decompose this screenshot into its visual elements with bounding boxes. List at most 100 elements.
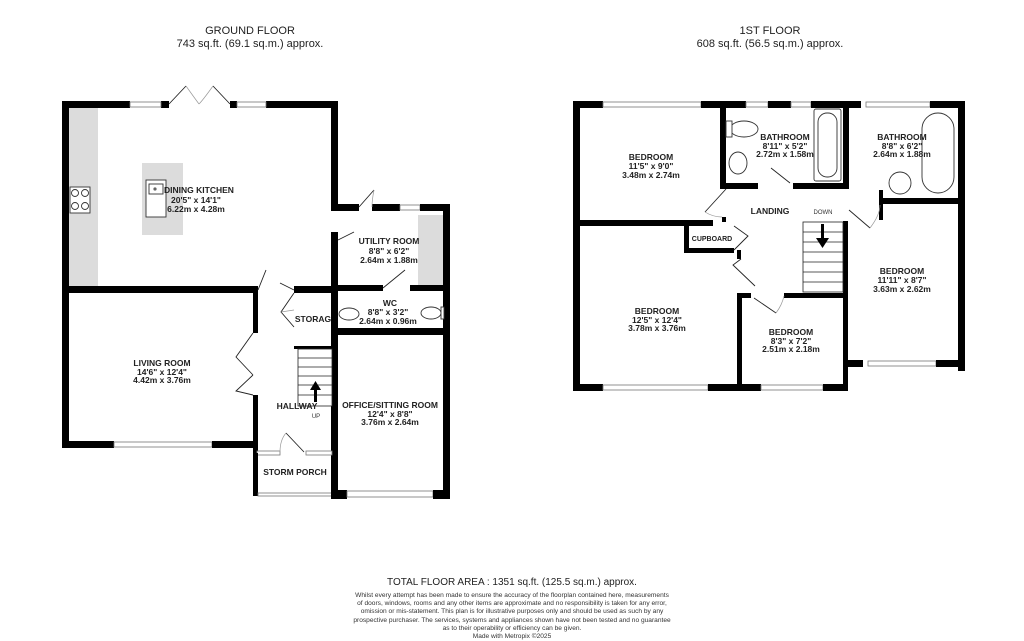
first-floor-heading: 1ST FLOOR 608 sq.ft. (56.5 sq.m.) approx… xyxy=(650,25,890,51)
wall xyxy=(253,293,258,333)
cupboard-door xyxy=(733,225,749,251)
plan-shape xyxy=(371,189,375,208)
plan-shape xyxy=(71,189,79,197)
door xyxy=(753,297,777,314)
room-label: 2.64m x 1.88m xyxy=(360,255,418,265)
room-label: DOWN xyxy=(814,210,833,216)
plan-shape xyxy=(817,112,838,178)
room-label: BEDROOM xyxy=(769,327,813,337)
window xyxy=(129,101,162,108)
wall xyxy=(331,332,338,497)
hob xyxy=(69,186,91,214)
room-label: WC xyxy=(383,298,397,308)
door xyxy=(770,167,791,184)
plan-shape xyxy=(775,295,785,314)
door xyxy=(358,189,375,208)
window xyxy=(399,204,421,211)
plan-shape xyxy=(790,101,812,108)
plan-shape xyxy=(279,432,287,453)
wall xyxy=(720,183,758,189)
disclaimer: Whilst every attempt has been made to en… xyxy=(300,592,724,641)
wall xyxy=(331,328,450,335)
wall xyxy=(823,384,848,391)
wall xyxy=(253,453,258,496)
plan-shape xyxy=(305,450,333,456)
wall xyxy=(768,101,791,108)
wall xyxy=(62,101,69,448)
plan-shape xyxy=(81,189,89,197)
room-label: 20'5" x 14'1" xyxy=(171,195,221,205)
wall xyxy=(420,204,450,211)
window xyxy=(602,101,702,108)
wall xyxy=(811,101,861,108)
room-label: 8'8" x 6'2" xyxy=(369,246,409,256)
room-label: 12'4" x 8'8" xyxy=(367,409,412,419)
door xyxy=(285,432,305,453)
toilet xyxy=(420,306,442,320)
basin xyxy=(338,307,360,321)
room-label: 2.51m x 2.18m xyxy=(762,344,820,354)
wall xyxy=(573,220,713,226)
room-label: DINING KITCHEN xyxy=(164,185,234,195)
wall xyxy=(230,101,237,108)
toilet xyxy=(729,120,759,138)
room-label: 14'6" x 12'4" xyxy=(137,367,187,377)
wall xyxy=(331,204,359,211)
wall xyxy=(294,286,338,293)
wall xyxy=(737,293,742,390)
wall xyxy=(722,217,726,222)
wall xyxy=(708,384,761,391)
room-label: 8'8" x 6'2" xyxy=(882,141,922,151)
plan-shape xyxy=(821,224,824,239)
room-label: 4.42m x 3.76m xyxy=(133,375,191,385)
room-label: BATHROOM xyxy=(760,132,809,142)
wall xyxy=(573,101,580,391)
room-label: UP xyxy=(312,414,320,420)
room-label: 2.64m x 1.88m xyxy=(873,149,931,159)
wall xyxy=(882,198,965,204)
door xyxy=(337,231,355,241)
room-label: BEDROOM xyxy=(629,152,673,162)
room-label: STORAG xyxy=(295,314,332,324)
plan-shape xyxy=(71,202,79,210)
plan-shape xyxy=(745,101,769,108)
door xyxy=(848,209,871,229)
plan-shape xyxy=(280,309,295,313)
wall xyxy=(266,101,338,108)
wall xyxy=(372,204,400,211)
door xyxy=(382,269,406,289)
wall xyxy=(212,441,258,448)
first-floor-title: 1ST FLOOR xyxy=(739,25,801,37)
wall xyxy=(410,285,450,291)
room-label: 2.64m x 0.96m xyxy=(359,316,417,326)
staircase xyxy=(802,221,844,293)
stair-down-arrow-icon xyxy=(816,238,829,248)
room-label: 6.22m x 4.28m xyxy=(167,204,225,214)
wall xyxy=(433,490,450,499)
wall xyxy=(737,250,741,259)
wall xyxy=(720,101,726,189)
room-label: 3.63m x 2.62m xyxy=(873,284,931,294)
door xyxy=(732,258,756,287)
room-label: 12'5" x 12'4" xyxy=(632,315,682,325)
window xyxy=(867,360,937,367)
window xyxy=(113,441,213,448)
room-label: LIVING ROOM xyxy=(133,358,190,368)
french-door xyxy=(168,85,231,105)
wall xyxy=(684,226,689,252)
plan-shape xyxy=(314,388,317,402)
wall xyxy=(331,285,383,291)
room-label: 3.76m x 2.64m xyxy=(361,417,419,427)
ground-floor-plan: DINING KITCHEN 20'5" x 14'1" 6.22m x 4.2… xyxy=(62,85,450,499)
plan-shape xyxy=(153,187,157,191)
wall xyxy=(253,395,258,453)
wall xyxy=(331,101,338,211)
kitchen-sink xyxy=(145,179,167,218)
total-floor-area: TOTAL FLOOR AREA : 1351 sq.ft. (125.5 sq… xyxy=(387,577,637,588)
room-label: 2.72m x 1.58m xyxy=(756,149,814,159)
staircase xyxy=(297,348,333,407)
room-label: BEDROOM xyxy=(880,266,924,276)
first-floor-area: 608 sq.ft. (56.5 sq.m.) approx. xyxy=(696,38,844,50)
disclaimer-line: omission or mis-statement. This plan is … xyxy=(360,608,664,616)
wall xyxy=(843,101,849,189)
